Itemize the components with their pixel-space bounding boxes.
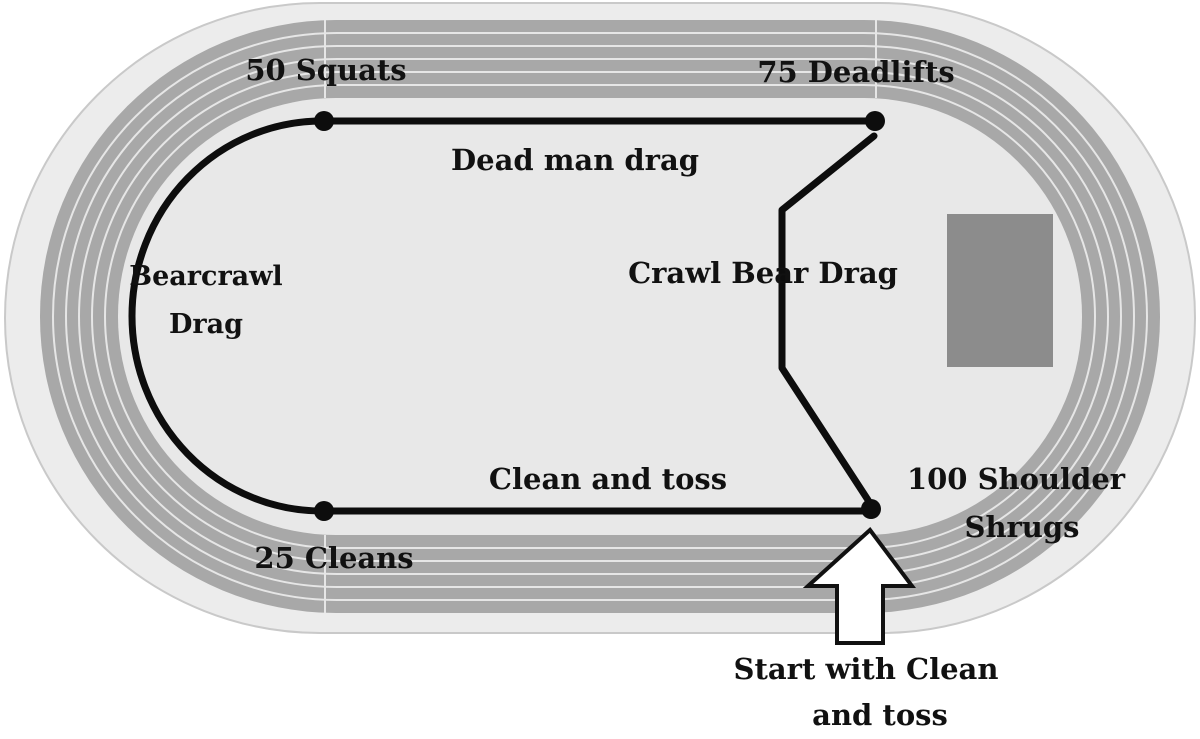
station-label-top-right: 75 Deadlifts	[757, 55, 954, 89]
station-label-bottom-right-line2: Shrugs	[965, 510, 1080, 544]
station-dot-top-right	[865, 111, 885, 131]
lane-divider-line	[52, 32, 1148, 601]
station-dot-bottom-right	[861, 499, 881, 519]
station-dots	[314, 111, 885, 521]
start-arrow-icon	[802, 527, 916, 645]
leg-label-top: Dead man drag	[451, 143, 699, 177]
station-label-bottom-right-line1: 100 Shoulder	[907, 462, 1126, 496]
field-event-pit	[947, 214, 1053, 367]
station-dot-bottom-left	[314, 501, 334, 521]
lane-divider-line	[104, 84, 1096, 549]
lane-divider-line	[91, 71, 1109, 562]
station-label-top-left: 50 Squats	[245, 53, 406, 87]
lane-divider-line	[78, 58, 1122, 575]
lane-lines	[52, 32, 1148, 601]
route	[128, 117, 878, 515]
station-dot-top-left	[314, 111, 334, 131]
leg-label-bottom: Clean and toss	[489, 462, 727, 496]
leg-label-left-line1: Bearcrawl	[129, 261, 282, 292]
lane-divider-line	[65, 45, 1135, 588]
start-label-line1: Start with Clean	[734, 652, 999, 686]
infield	[118, 98, 1082, 535]
station-label-bottom-left: 25 Cleans	[254, 541, 413, 575]
route-right-leg	[778, 132, 878, 504]
leg-label-left-line2: Drag	[169, 309, 243, 340]
route-left-arc	[128, 117, 326, 515]
leg-label-right: Crawl Bear Drag	[628, 256, 898, 290]
start-label-line2: and toss	[812, 698, 948, 732]
